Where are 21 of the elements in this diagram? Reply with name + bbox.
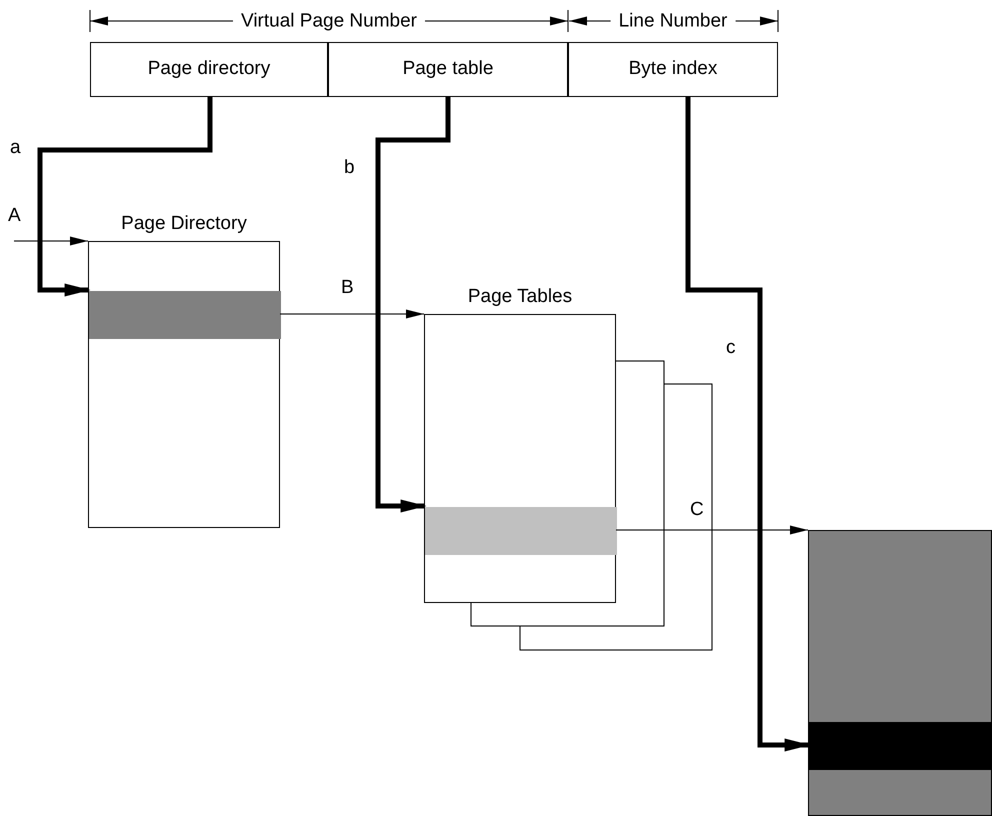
edge-label: B [341,278,354,297]
arrow [280,310,424,318]
edge-label: b [344,158,355,177]
table-heading: Page Directory [120,212,248,236]
table-entry [89,291,281,339]
edge-label: C [690,500,704,519]
arrow [376,97,450,512]
address-field: Page table [328,42,568,97]
edge-label: c [726,338,736,357]
address-field: Page directory [90,42,328,97]
table-entry [425,507,617,555]
edge-label: a [10,138,21,157]
edge-label: A [8,206,21,225]
arrow [38,97,212,296]
dimension-label: Virtual Page Number [232,12,426,30]
memory-block [808,530,992,816]
address-field: Byte index [568,42,778,97]
arrow [686,97,811,752]
table-heading: Page Tables [466,285,574,309]
arrow [14,236,88,246]
arrow [616,526,808,534]
